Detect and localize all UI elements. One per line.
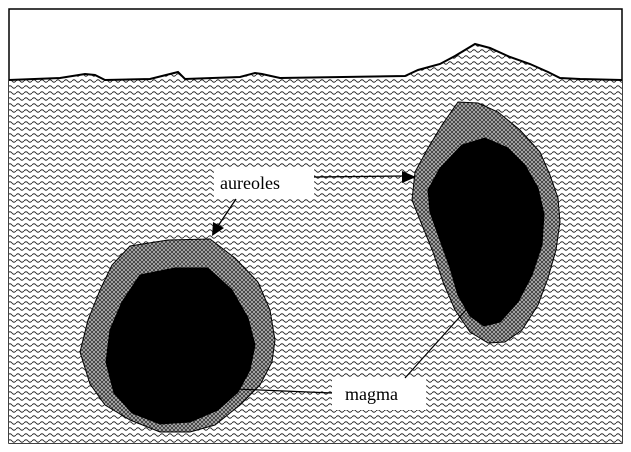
pointer-magma-left: [235, 388, 333, 394]
magma-right: [427, 137, 545, 327]
aureoles-label: aureoles: [220, 173, 280, 193]
surface-profile: [8, 42, 623, 82]
arrow-aureole-left: [217, 198, 237, 227]
arrowhead-aureole-left: [212, 222, 224, 236]
aureoles-label-box: [214, 167, 314, 199]
magma-label: magma: [345, 384, 398, 404]
magma-left: [105, 267, 256, 425]
arrowhead-aureole-right: [402, 171, 416, 183]
pointer-magma-right: [404, 300, 475, 379]
arrow-aureole-right: [313, 175, 405, 178]
magma-label-box: [332, 378, 426, 410]
